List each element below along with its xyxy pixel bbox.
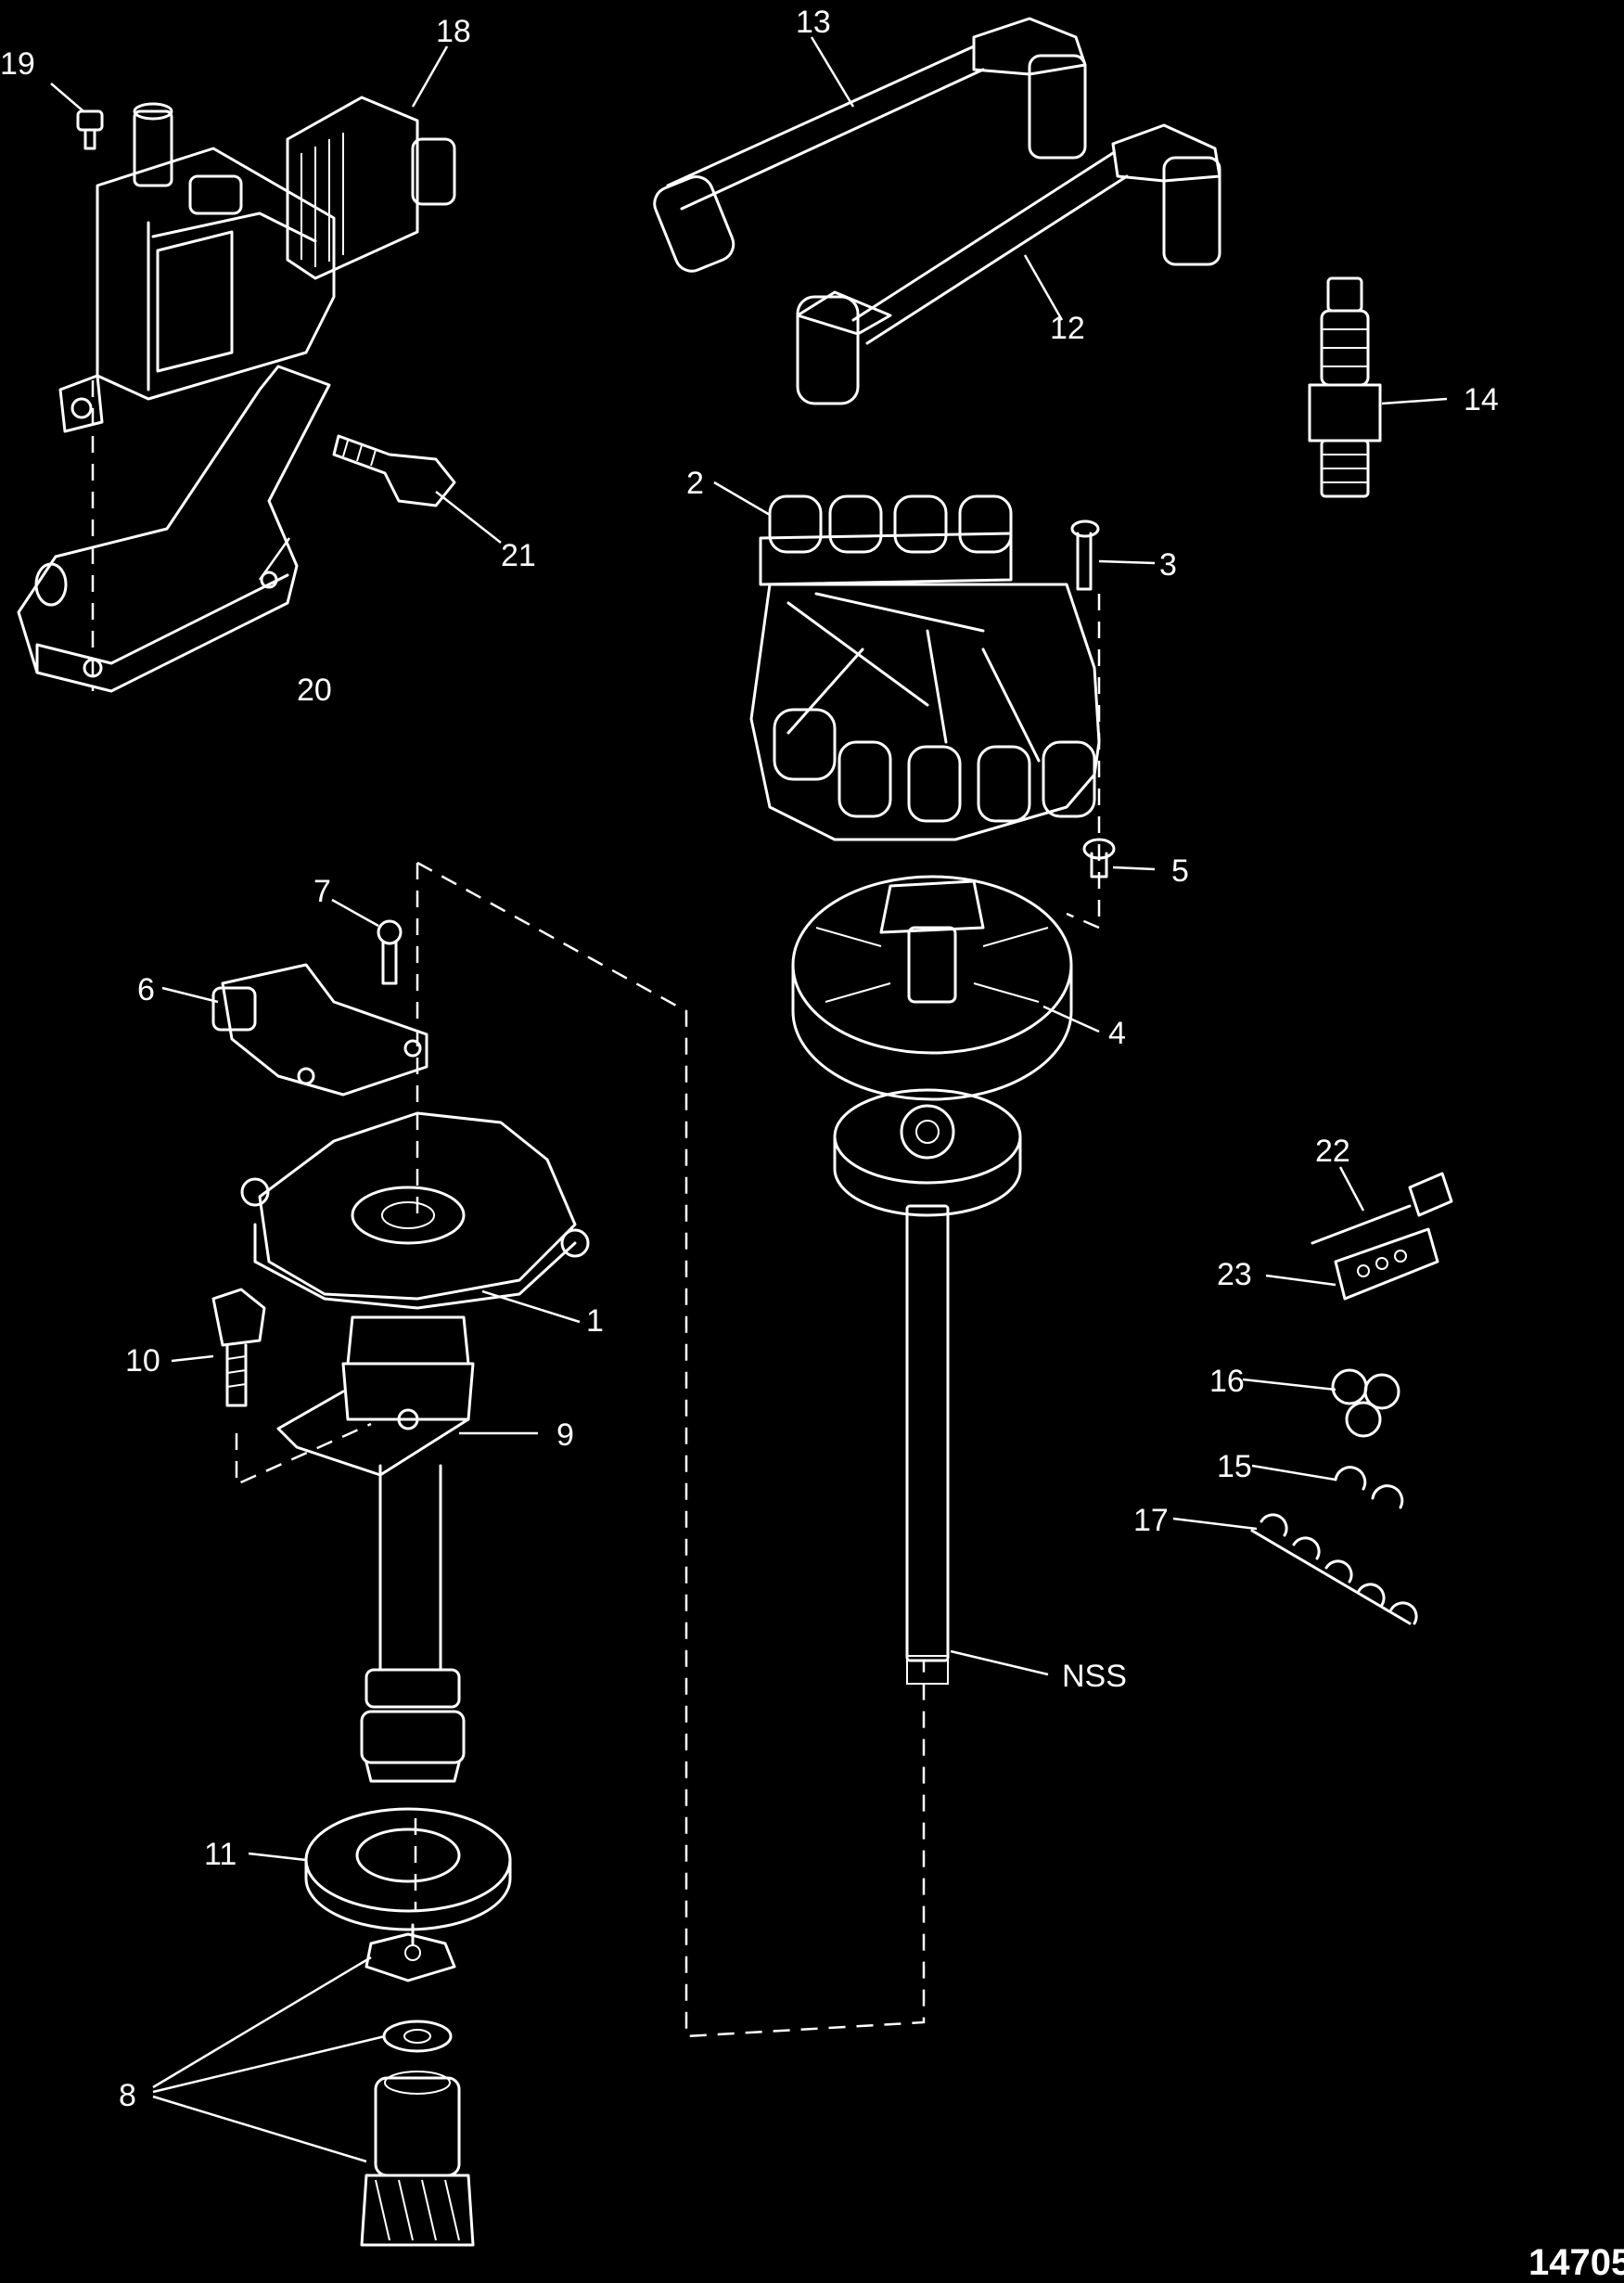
bracket-bolt [332,434,456,507]
callout-8: 8 [119,2078,136,2113]
pickup-sensor [211,963,428,1097]
callout-14: 14 [1464,382,1499,417]
ignition-coil-module [58,96,456,433]
rotor [791,875,1073,1101]
callout-18: 18 [436,14,471,49]
spark-plug-wire-lower [796,123,1221,405]
callout-4: 4 [1108,1016,1126,1051]
callout-12: 12 [1050,311,1085,346]
coil-screw [76,109,104,150]
callout-9: 9 [556,1417,574,1453]
callout-21: 21 [501,538,536,573]
distributor-housing [240,1111,590,1310]
callout-6: 6 [137,972,155,1007]
callout-19: 19 [0,46,35,82]
triple-wire-clip [1331,1368,1400,1438]
callout-2: 2 [686,466,704,501]
callout-13: 13 [796,5,831,40]
cap-screw [1070,519,1100,591]
spark-plug-wire-upper [653,17,1087,273]
callout-5: 5 [1171,853,1189,889]
callout-23: 23 [1217,1257,1252,1292]
callout-17: 17 [1133,1503,1169,1538]
leader-lines [50,36,1448,2163]
callout-labels: 18 19 21 20 13 12 14 2 3 5 4 7 6 1 10 9 … [0,5,1499,2113]
spark-plug [1308,276,1382,498]
callout-1: 1 [586,1303,604,1339]
callout-nss: NSS [1062,1659,1127,1694]
figure-code: 14705 [1528,2242,1624,2283]
wire-separator-block [1334,1227,1439,1301]
callout-7: 7 [313,874,331,909]
distributor-cap [749,494,1101,841]
housing-bolt [211,1288,266,1407]
sensor-screw [377,919,403,985]
double-wire-clip [1334,1466,1404,1509]
callout-16: 16 [1209,1364,1245,1399]
thrust-washer [304,1807,512,1931]
reluctor-shaft [833,1088,1022,1685]
callout-10: 10 [125,1343,160,1379]
callout-15: 15 [1217,1449,1252,1484]
rotor-screw [1082,838,1116,879]
mounting-bracket [17,365,331,693]
multi-wire-clip [1250,1513,1418,1625]
connector-key [1311,1172,1453,1245]
callout-11: 11 [204,1837,237,1872]
distributor-shaft-housing [276,1315,475,1783]
callout-20: 20 [297,673,332,708]
callout-3: 3 [1159,547,1177,583]
drive-gear-assembly [360,1923,475,2247]
callout-22: 22 [1315,1134,1350,1169]
